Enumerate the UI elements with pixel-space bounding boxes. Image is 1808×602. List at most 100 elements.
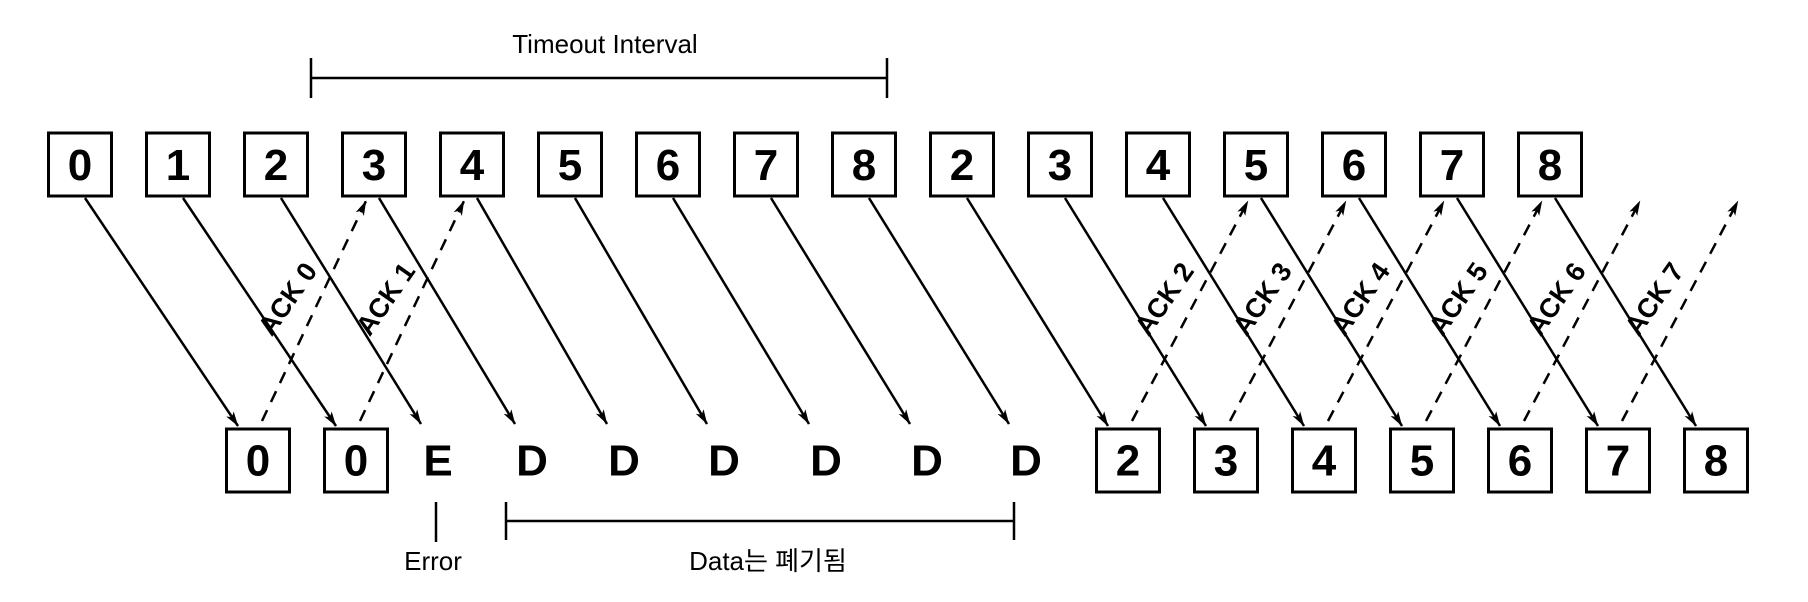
sender-frame-label: 5 (558, 141, 582, 190)
error-label: Error (404, 546, 462, 576)
ack-label: ACK 2 (1129, 257, 1200, 341)
data-arrow (1161, 197, 1306, 427)
data-arrow (965, 197, 1110, 427)
sender-frame-box: 6 (635, 131, 701, 198)
data-arrow (475, 197, 609, 425)
sender-frame-label: 2 (950, 141, 974, 190)
data-arrow (1553, 197, 1698, 427)
sender-frame-box: 3 (1027, 131, 1093, 198)
sender-frame-rect (831, 131, 897, 198)
receiver-frame-box: 8 (1683, 427, 1749, 494)
receiver-frame-rect (1095, 427, 1161, 494)
data-arrow (1357, 197, 1502, 427)
sender-frame-rect (1223, 131, 1289, 198)
data-arrow (1455, 197, 1600, 427)
sender-frame-label: 6 (1342, 141, 1366, 190)
receiver-frame-label: 7 (1606, 437, 1630, 486)
receiver-frame-rect (1193, 427, 1259, 494)
timeout-bracket: Timeout Interval (309, 29, 889, 98)
data-arrow (279, 197, 423, 425)
sender-frame-rect (635, 131, 701, 198)
receiver-status-letter: D (1010, 437, 1042, 486)
error-callout: Error (404, 502, 462, 576)
data-arrow (377, 197, 517, 425)
receiver-status-letter: D (608, 437, 640, 486)
receiver-frame-rect (323, 427, 389, 494)
sender-frame-label: 1 (166, 141, 190, 190)
sender-frame-label: 6 (656, 141, 680, 190)
sender-frame-label: 7 (754, 141, 778, 190)
receiver-frame-rect (1389, 427, 1455, 494)
sender-frame-label: 4 (460, 141, 485, 190)
data-arrow (769, 197, 912, 425)
data-discard-label: Data는 폐기됨 (689, 546, 847, 576)
sender-frame-rect (243, 131, 309, 198)
sender-frame-rect (1419, 131, 1485, 198)
sender-frame-label: 8 (1538, 141, 1562, 190)
data-arrow (181, 197, 338, 427)
ack-label: ACK 6 (1521, 257, 1592, 341)
timeout-bracket-line (309, 58, 889, 98)
timeout-interval-label: Timeout Interval (512, 29, 697, 59)
data-arrow (671, 197, 811, 425)
ack-label: ACK 1 (350, 257, 421, 341)
ack-label: ACK 7 (1619, 257, 1690, 341)
receiver-frame-label: 0 (344, 437, 368, 486)
receiver-frame-rect (225, 427, 291, 494)
sender-frame-label: 0 (68, 141, 92, 190)
sender-frame-box: 8 (831, 131, 897, 198)
sender-frame-rect (439, 131, 505, 198)
sender-frame-rect (47, 131, 113, 198)
sender-frame-label: 8 (852, 141, 876, 190)
sender-frame-box: 4 (439, 131, 505, 198)
receiver-frame-rect (1291, 427, 1357, 494)
sender-frame-rect (1027, 131, 1093, 198)
receiver-frame-box: 0 (323, 427, 389, 494)
data-arrow (1259, 197, 1404, 427)
sender-frame-rect (341, 131, 407, 198)
sender-frame-box: 3 (341, 131, 407, 198)
sender-frame-rect (1321, 131, 1387, 198)
sender-frame-label: 3 (362, 141, 386, 190)
receiver-frame-label: 3 (1214, 437, 1238, 486)
receiver-frame-box: 2 (1095, 427, 1161, 494)
receiver-frame-rect (1683, 427, 1749, 494)
sender-frame-rect (929, 131, 995, 198)
receiver-status-letter: D (516, 437, 548, 486)
frame-and-ack-arrows (83, 197, 1740, 427)
ack-label: ACK 0 (252, 257, 323, 341)
receiver-frame-label: 4 (1312, 437, 1337, 486)
sender-frame-rect (537, 131, 603, 198)
receiver-status-letter: D (810, 437, 842, 486)
receiver-frame-box: 5 (1389, 427, 1455, 494)
receiver-frame-box: 7 (1585, 427, 1651, 494)
receiver-status-letter: D (911, 437, 943, 486)
sender-frame-box: 7 (1419, 131, 1485, 198)
sender-frame-rect (145, 131, 211, 198)
ack-label: ACK 5 (1423, 257, 1494, 341)
sender-frame-label: 7 (1440, 141, 1464, 190)
sender-frame-box: 2 (243, 131, 309, 198)
sender-frame-box: 0 (47, 131, 113, 198)
sender-frame-box: 1 (145, 131, 211, 198)
data-arrow (83, 197, 240, 427)
sender-frame-box: 7 (733, 131, 799, 198)
receiver-frame-box: 4 (1291, 427, 1357, 494)
receiver-frame-box: 3 (1193, 427, 1259, 494)
receiver-status-letter: E (423, 437, 452, 486)
sender-frame-rect (1517, 131, 1583, 198)
sender-frame-box: 2 (929, 131, 995, 198)
receiver-frame-box: 0 (225, 427, 291, 494)
data-arrow (573, 197, 709, 425)
data-arrow (1063, 197, 1208, 427)
ack-label: ACK 4 (1325, 257, 1396, 341)
receiver-status-letter: D (708, 437, 740, 486)
sender-frame-label: 4 (1146, 141, 1171, 190)
receiver-frame-label: 5 (1410, 437, 1434, 486)
receiver-frame-label: 8 (1704, 437, 1728, 486)
sender-frame-rect (733, 131, 799, 198)
sender-frame-box: 8 (1517, 131, 1583, 198)
